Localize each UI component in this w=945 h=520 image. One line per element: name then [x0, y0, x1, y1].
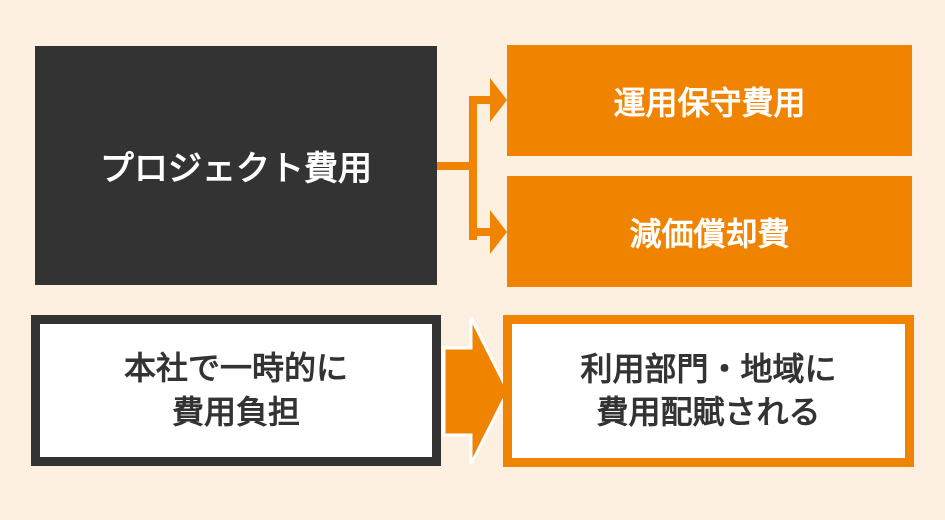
hq-burden-line1: 本社で一時的に — [123, 349, 348, 388]
project-cost-box: プロジェクト費用 — [35, 46, 437, 285]
depreciation-box: 減価償却費 — [507, 176, 912, 287]
arrowhead-top-icon — [490, 78, 507, 122]
hq-burden-box: 本社で一時的に 費用負担 — [31, 315, 441, 466]
connector-vertical — [469, 96, 477, 240]
allocation-line2: 費用配賦される — [596, 393, 821, 431]
connector-top-branch — [469, 96, 493, 104]
branch-connector — [437, 78, 507, 254]
depreciation-label: 減価償却費 — [629, 214, 790, 253]
maintenance-cost-label: 運用保守費用 — [613, 83, 806, 122]
hq-burden-line2: 費用負担 — [171, 392, 300, 431]
arrowhead-bottom-icon — [490, 210, 507, 254]
connector-stem — [437, 162, 475, 170]
connector-bottom-branch — [469, 228, 493, 236]
allocation-line1: 利用部門・地域に — [580, 349, 837, 388]
maintenance-cost-box: 運用保守費用 — [507, 45, 912, 156]
project-cost-label: プロジェクト費用 — [100, 149, 372, 189]
big-arrow-icon — [442, 317, 510, 465]
allocation-box: 利用部門・地域に 費用配賦される — [503, 315, 914, 467]
